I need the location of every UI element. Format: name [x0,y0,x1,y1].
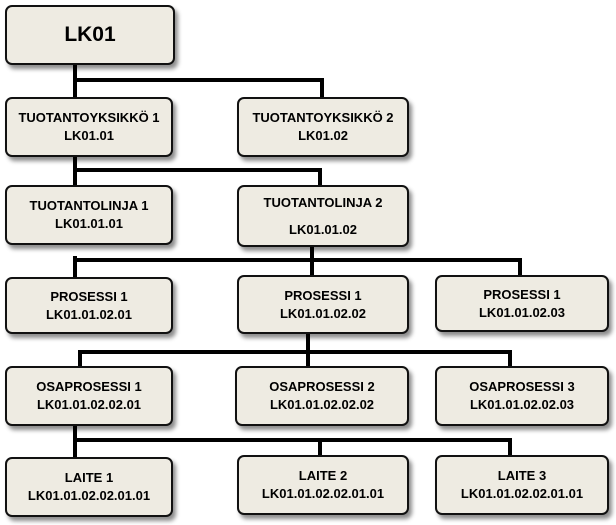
node-osaprosessi-2: OSAPROSESSI 2 LK01.01.02.02.02 [235,366,409,426]
node-prosessi-3: PROSESSI 1 LK01.01.02.03 [435,275,609,332]
node-name: OSAPROSESSI 1 [36,379,142,394]
node-laite-2: LAITE 2 LK01.01.02.02.01.01 [237,455,409,515]
node-code: LK01.01 [64,128,114,143]
node-root: LK01 [5,5,175,65]
node-tuotantoyksikko-2: TUOTANTOYKSIKKÖ 2 LK01.02 [237,97,409,157]
node-name: PROSESSI 1 [284,287,362,303]
node-name: PROSESSI 1 [50,288,128,304]
node-tuotantolinja-1: TUOTANTOLINJA 1 LK01.01.01 [5,185,173,245]
node-root-label: LK01 [64,23,116,46]
node-code: LK01.01.02.02.01.01 [261,486,385,501]
node-name: OSAPROSESSI 3 [469,379,575,394]
node-name: LAITE 2 [298,468,348,483]
node-code: LK01.01.02.02.01 [36,397,142,412]
node-code: LK01.01.02.02 [279,305,366,321]
connector-root-level1 [73,63,324,97]
node-tuotantolinja-2: TUOTANTOLINJA 2 LK01.01.02 [237,185,409,247]
node-name: LAITE 3 [497,468,547,483]
node-name: OSAPROSESSI 2 [269,379,375,394]
node-code: LK01.01.02.03 [478,304,565,320]
node-prosessi-1: PROSESSI 1 LK01.01.02.01 [5,277,173,334]
node-prosessi-2: PROSESSI 1 LK01.01.02.02 [237,275,409,334]
node-code: LK01.01.02 [289,221,357,237]
node-osaprosessi-1: OSAPROSESSI 1 LK01.01.02.02.01 [5,366,173,426]
node-name: TUOTANTOYKSIKKÖ 1 [18,110,160,125]
node-laite-3: LAITE 3 LK01.01.02.02.01.01 [435,455,609,515]
node-code: LK01.01.02.02.01.01 [460,486,584,501]
node-laite-1: LAITE 1 LK01.01.02.02.01.01 [5,457,173,517]
connector-level3-level4 [78,350,512,368]
node-code: LK01.01.02.02.02 [269,397,375,412]
node-code: LK01.01.02.02.01.01 [27,488,151,503]
node-name: TUOTANTOYKSIKKÖ 2 [252,110,394,125]
node-code: LK01.02 [298,128,348,143]
node-name: LAITE 1 [64,470,114,485]
connector-level1-level2 [73,155,322,185]
node-name: TUOTANTOLINJA 1 [29,198,149,213]
node-code: LK01.01.02.01 [45,306,132,322]
node-tuotantoyksikko-1: TUOTANTOYKSIKKÖ 1 LK01.01 [5,97,173,157]
node-name: TUOTANTOLINJA 2 [263,194,383,210]
node-osaprosessi-3: OSAPROSESSI 3 LK01.01.02.02.03 [435,366,609,426]
connector-level4-level5 [73,424,512,457]
connector-level2-level3 [73,256,522,277]
node-code: LK01.01.02.02.03 [469,397,575,412]
node-name: PROSESSI 1 [483,286,561,302]
node-code: LK01.01.01 [55,216,123,231]
